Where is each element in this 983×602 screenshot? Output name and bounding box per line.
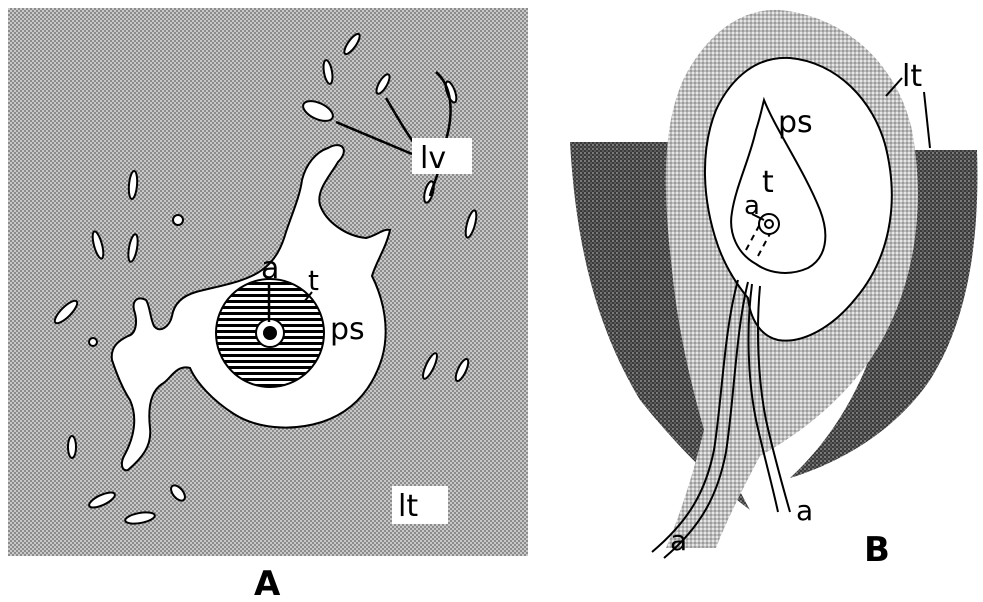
panel-a-vessel xyxy=(173,215,183,225)
panel-b-label-lt: lt xyxy=(902,59,922,94)
panel-b-label-t: t xyxy=(762,165,774,200)
panel-b-caption: B xyxy=(864,530,890,570)
panel-b-label-a-right: a xyxy=(796,494,813,527)
panel-b-label-a-left: a xyxy=(670,524,687,557)
panel-a: lv lt a t ps A xyxy=(8,8,528,602)
panel-a-label-lt: lt xyxy=(398,489,418,524)
panel-b-artery-inner xyxy=(765,220,773,228)
panel-a-vessel xyxy=(68,436,76,458)
panel-a-label-a: a xyxy=(261,251,279,286)
panel-b: ps t a lt a a B xyxy=(570,10,977,570)
panel-a-label-t: t xyxy=(308,264,319,297)
panel-a-caption: A xyxy=(254,564,281,602)
panel-a-label-ps: ps xyxy=(330,312,365,347)
panel-b-lt-pointer xyxy=(924,92,930,148)
panel-b-label-ps: ps xyxy=(778,105,813,140)
panel-a-vessel xyxy=(89,338,97,346)
panel-a-label-lv: lv xyxy=(420,141,446,176)
panel-a-artery-lumen xyxy=(263,326,277,340)
